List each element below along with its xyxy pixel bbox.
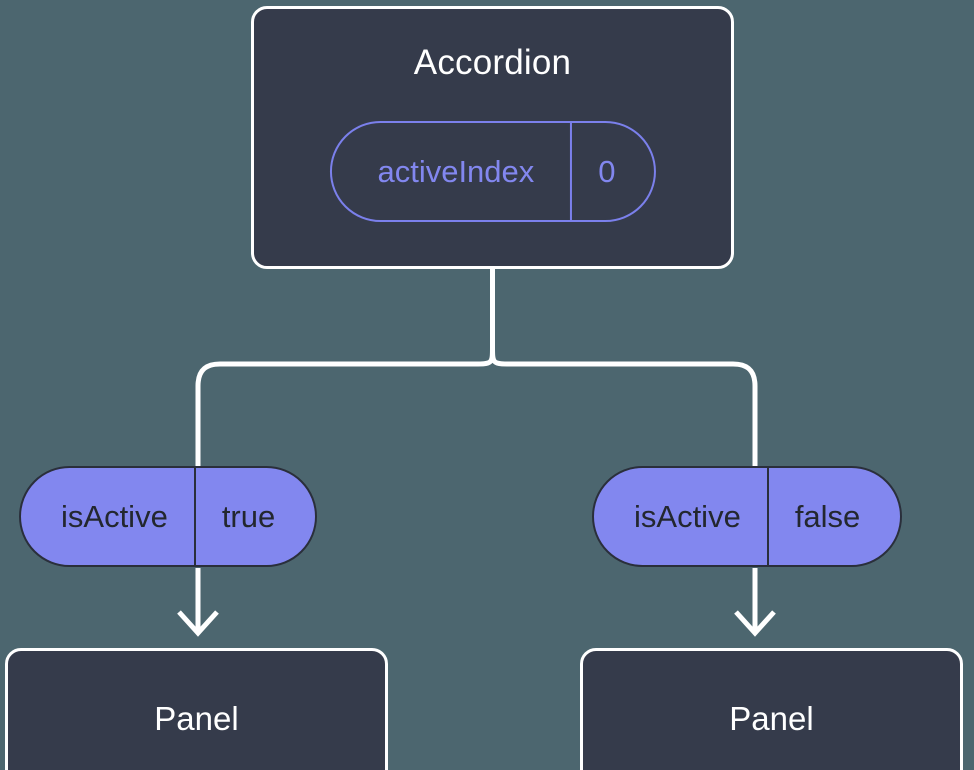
arrow-head-right-icon [734, 610, 776, 637]
prop-pill-value: false [766, 468, 900, 565]
accordion-title: Accordion [413, 43, 572, 82]
connector-branch-right [490, 346, 758, 480]
arrow-head-left-icon [177, 610, 219, 637]
state-pill-active-index[interactable]: activeIndex 0 [329, 121, 656, 222]
prop-pill-value: true [193, 468, 315, 565]
node-panel-left[interactable]: Panel [5, 648, 388, 770]
panel-left-label: Panel [154, 699, 239, 737]
node-accordion[interactable]: Accordion activeIndex 0 [251, 6, 734, 269]
prop-pill-key: isActive [61, 499, 168, 534]
connector-branch-left [195, 346, 495, 480]
prop-pill-is-active-false[interactable]: isActive false [592, 466, 903, 567]
prop-pill-is-active-true[interactable]: isActive true [19, 466, 318, 567]
state-pill-key: activeIndex [377, 154, 535, 189]
prop-pill-key: isActive [634, 499, 741, 534]
state-pill-value: 0 [570, 123, 653, 220]
panel-right-label: Panel [729, 699, 814, 737]
node-panel-right[interactable]: Panel [580, 648, 963, 770]
